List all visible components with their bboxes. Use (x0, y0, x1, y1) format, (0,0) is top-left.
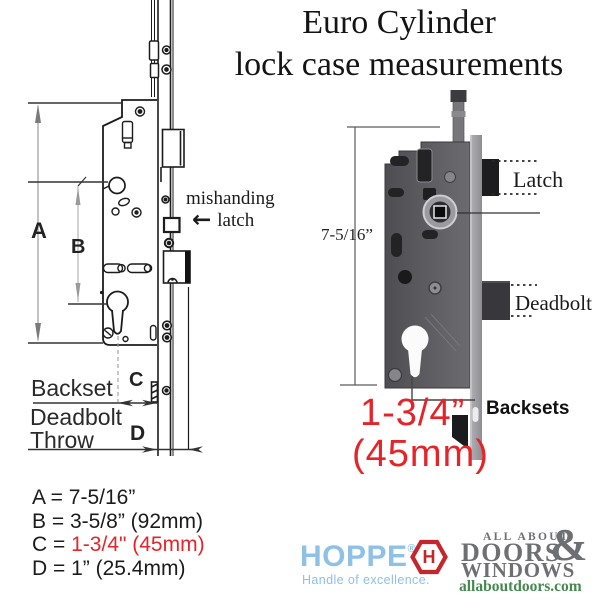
measurement-key: A = 7-5/16” B = 3-5/8” (92mm) C = 1-3/4"… (32, 486, 205, 580)
page-title: Euro Cylinder lock case measurements (198, 2, 600, 86)
lock-case-outline (102, 99, 157, 346)
hexagon-letter: H (422, 546, 436, 567)
strip-foot (452, 415, 468, 449)
dim-label-a: A (31, 218, 47, 243)
hoppe-hexagon-icon: H (410, 537, 448, 577)
measurement-row-c: C = 1-3/4" (45mm) (32, 533, 205, 557)
measurement-c-prefix: C = (32, 533, 72, 556)
spindle-rod (450, 90, 467, 146)
measurement-row-a: A = 7-5/16” (32, 486, 205, 510)
measurement-d-value: 1” (25.4mm) (71, 556, 186, 580)
photo-height-dimension: 7-5/16” (321, 225, 373, 244)
photo-latch-bolt (482, 159, 499, 196)
measurement-c-value: 1-3/4" (45mm) (71, 533, 205, 556)
mishandling-latch-part (162, 216, 181, 234)
measurement-a-value: 7-5/16” (68, 486, 136, 509)
dim-label-d: D (130, 422, 146, 445)
hoppe-logo-wordmark: HOPPE® (300, 540, 416, 574)
photo-deadbolt (482, 281, 510, 320)
measurement-b-prefix: B = (32, 509, 70, 533)
backsets-callout-label: Backsets (486, 398, 570, 419)
hoppe-name: HOPPE (300, 540, 408, 573)
registered-trademark-icon: ® (407, 543, 417, 555)
dim-label-b: B (71, 236, 86, 258)
photo-dimension-lines (340, 126, 540, 401)
title-line1: Euro Cylinder (302, 4, 496, 41)
backset-value-inches: 1-3/4” (360, 392, 466, 434)
aadw-ampersand: & (550, 520, 588, 570)
aadw-doors: DOORS (461, 538, 561, 567)
euro-cylinder-keyhole (401, 325, 429, 378)
measurement-d-prefix: D = (32, 556, 72, 580)
left-arrow-icon: ← (192, 207, 212, 233)
dim-label-c: C (129, 369, 144, 391)
measurement-row-b: B = 3-5/8” (92mm) (32, 510, 205, 534)
latch-callout-label: Latch (513, 167, 564, 192)
measurement-a-prefix: A = (32, 486, 69, 509)
hoppe-tagline: Handle of excellence. (302, 573, 430, 587)
lock-mechanism-line-diagram (28, 0, 203, 456)
photo-faceplate (470, 135, 482, 460)
dimension-lines (28, 102, 203, 453)
all-about-doors-logo: ALL ABOUT & DOORS WINDOWS allaboutdoors.… (458, 520, 588, 595)
backset-label: Backset (31, 375, 113, 401)
backset-value-mm: (45mm) (352, 433, 489, 475)
measurement-b-value: 3-5/8” (92mm) (69, 509, 203, 533)
lock-case-photo (340, 90, 540, 460)
latch-keeper-block (161, 128, 185, 168)
deadbolt-throw-line2: Throw (30, 427, 94, 453)
hexagon-shape (410, 539, 448, 575)
title-line2: lock case measurements (234, 46, 564, 84)
mishandling-latch-label-line1: mishanding (186, 188, 275, 209)
faceplate-top-parts (148, 40, 172, 79)
mishandling-latch-label-line2: ← latch (192, 209, 254, 232)
lock-case-internals (99, 106, 157, 343)
deadbolt-throw-line1: Deadbolt (30, 404, 123, 430)
spindle-hub (422, 194, 458, 230)
deadbolt-throw-label: Deadbolt Throw (30, 406, 122, 452)
case-holes (388, 148, 438, 284)
aadw-windows: WINDOWS (461, 558, 576, 582)
deadbolt-callout-label: Deadbolt (515, 291, 592, 315)
aadw-all-about: ALL ABOUT (483, 531, 570, 543)
measurement-row-d: D = 1” (25.4mm) (32, 557, 205, 581)
aadw-url: allaboutdoors.com (459, 578, 582, 595)
faceplate-bolts (150, 128, 191, 450)
mishandling-latch-word: latch (217, 209, 255, 231)
